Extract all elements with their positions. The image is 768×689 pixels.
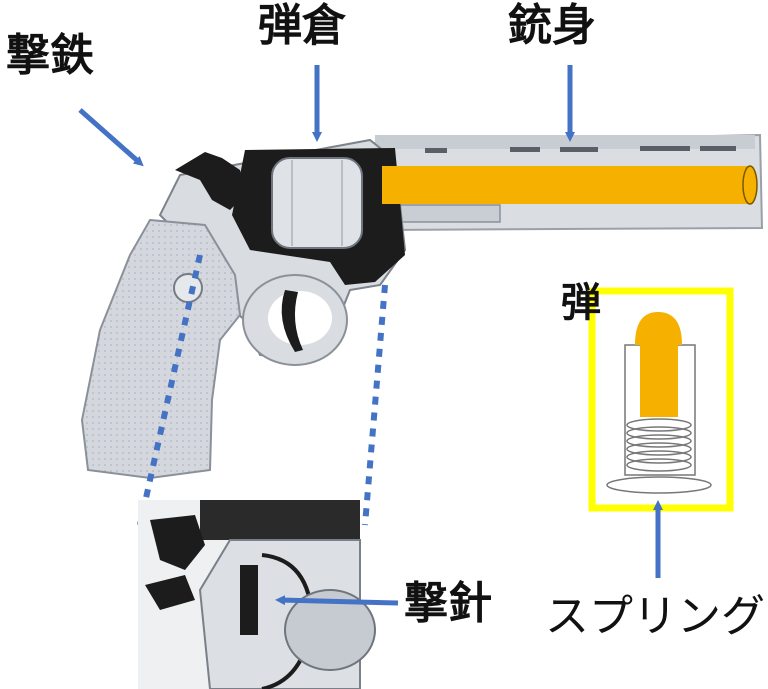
spring-label: スプリング — [545, 591, 765, 642]
arrows — [78, 65, 663, 606]
grip-shape — [80, 218, 242, 480]
barrel-bore-highlight — [382, 165, 758, 205]
hammer-label: 撃鉄 — [6, 30, 94, 81]
bullet-tip — [635, 312, 682, 345]
revolver-illustration — [80, 133, 764, 480]
cylinder-shape — [271, 157, 363, 249]
hammer-shape — [175, 152, 245, 210]
barrel-label: 銃身 — [508, 0, 596, 51]
spring-coils — [626, 418, 692, 472]
cylinder-label: 弾倉 — [258, 0, 346, 51]
bullet-illustration — [588, 287, 734, 512]
zoom-lines — [137, 254, 388, 526]
barrel-rib — [375, 135, 755, 149]
bullet-base — [606, 476, 712, 494]
bullet-body — [640, 345, 678, 417]
bullet-label: 弾 — [561, 280, 601, 326]
firing-pin-arrow — [275, 595, 399, 606]
hammer-arrow — [78, 108, 144, 167]
zoom-inset — [138, 500, 376, 689]
firing-pin-label: 撃針 — [404, 578, 492, 629]
trigger-shape — [281, 290, 303, 352]
